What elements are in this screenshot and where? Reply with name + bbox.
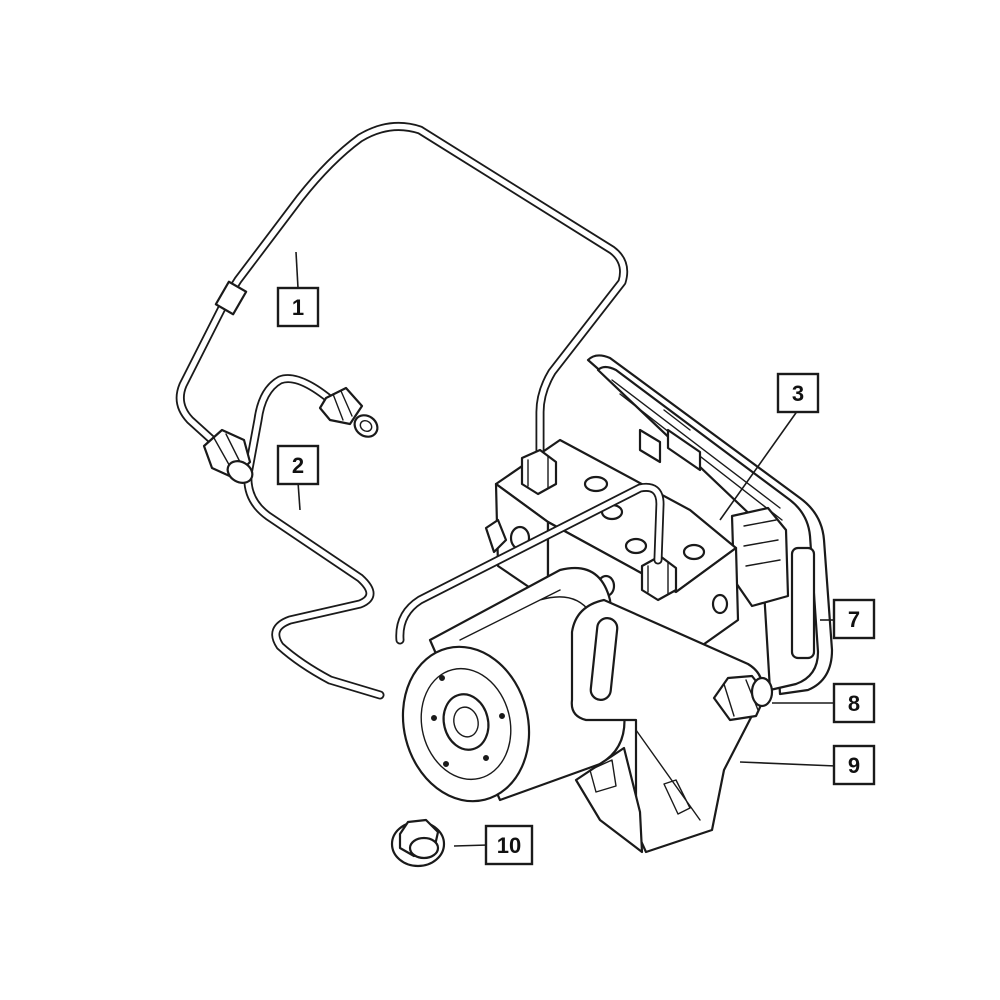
svg-text:7: 7 (848, 607, 860, 632)
modulator-housing (586, 354, 834, 696)
callout-8: 8 (832, 682, 876, 724)
svg-text:2: 2 (292, 453, 304, 478)
leader-lines (295, 251, 837, 847)
svg-text:3: 3 (792, 381, 804, 406)
callout-7: 7 (832, 598, 876, 640)
svg-text:10: 10 (497, 833, 521, 858)
callout-2: 2 (276, 444, 320, 486)
callout-10: 10 (484, 824, 534, 866)
brake-line-1 (175, 121, 629, 470)
svg-text:8: 8 (848, 691, 860, 716)
bracket-bolt (712, 674, 774, 722)
flange-nut (390, 818, 446, 868)
junction-fitting (202, 428, 254, 484)
callout-3: 3 (776, 372, 820, 414)
tube-nut-fitting (318, 386, 379, 438)
brake-line-2 (243, 374, 385, 700)
svg-text:1: 1 (292, 295, 304, 320)
callout-9: 9 (832, 744, 876, 786)
svg-text:9: 9 (848, 753, 860, 778)
callout-1: 1 (276, 286, 320, 328)
hcu-crossover-tube (395, 482, 665, 645)
hcu-tube-fittings (520, 448, 678, 602)
